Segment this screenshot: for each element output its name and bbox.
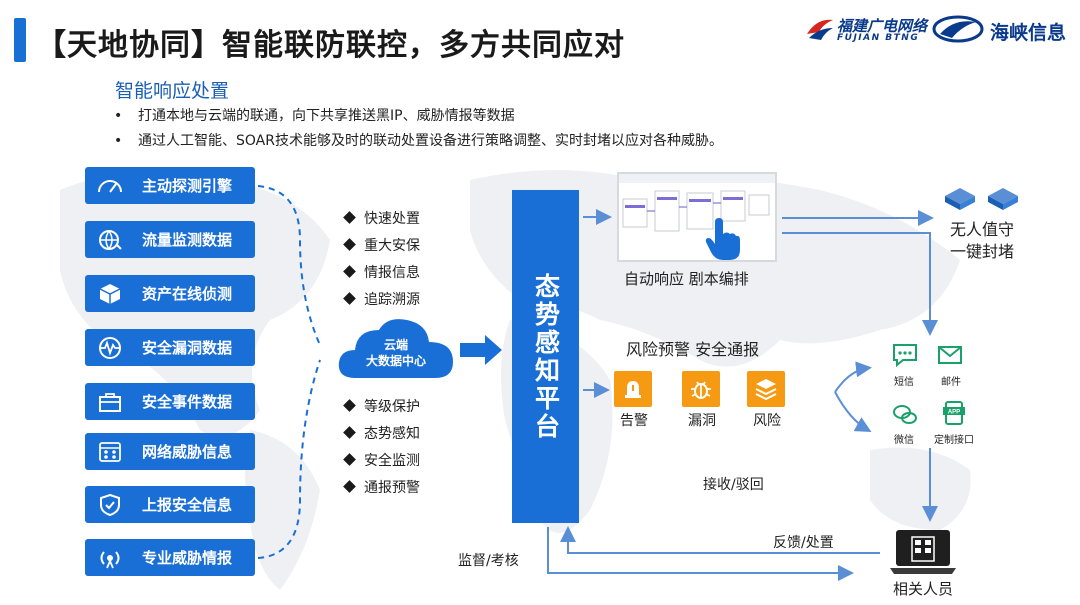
briefcase-icon: [99, 392, 121, 412]
firewall-device-icon: [945, 188, 975, 210]
source-label: 专业威胁情报: [141, 549, 232, 567]
custom-interface-label: 定制接口: [934, 435, 974, 446]
supervise-label: 监督/考核: [458, 553, 519, 569]
mail-icon[interactable]: [936, 342, 964, 368]
vulnerability-box[interactable]: [682, 371, 720, 407]
app-interface-icon[interactable]: APP: [940, 400, 968, 426]
source-button-vulnerability-data[interactable]: 安全漏洞数据: [85, 329, 255, 366]
logo-right-text: 海峡信息: [990, 22, 1067, 44]
related-people-label: 相关人员: [893, 580, 954, 598]
section-subtitle: 智能响应处置: [115, 80, 230, 102]
haixia-logo: 海峡信息: [932, 12, 1077, 46]
wechat-icon[interactable]: [891, 402, 919, 428]
receive-reject-label: 接收/驳回: [703, 477, 764, 493]
bullet-list: 打通本地与云端的联通，向下共享推送黑IP、威胁情报等数据 通过人工智能、SOAR…: [110, 104, 1010, 154]
source-button-traffic-monitoring[interactable]: 流量监测数据: [85, 221, 255, 258]
fujian-btng-logo-mark-icon: [807, 19, 833, 40]
cloud-bottom-item: 等级保护: [343, 396, 420, 416]
cloud-top-item: 快速处置: [343, 208, 420, 228]
unmanned-line2: 一键封堵: [950, 242, 1015, 261]
cloud-top-item: 重大安保: [343, 235, 420, 255]
cloud-bottom-item: 安全监测: [343, 450, 420, 470]
risk-box[interactable]: [747, 371, 785, 407]
logo-left-en: FUJIAN BTNG: [837, 33, 920, 43]
workflow-diagram-thumbnail: [622, 190, 770, 232]
source-button-asset-detection[interactable]: 资产在线侦测: [85, 275, 255, 312]
risk-warning-title: 风险预警 安全通报: [626, 340, 760, 359]
cloud-top-item: 追踪溯源: [343, 289, 420, 309]
source-button-reported-security[interactable]: 上报安全信息: [85, 486, 255, 523]
cloud-bottom-item: 通报预警: [343, 477, 420, 497]
source-label: 主动探测引擎: [141, 177, 232, 195]
platform-label: 态势感知平台: [531, 272, 561, 441]
cube-icon: [99, 283, 121, 304]
cloud-data-center-label: 云端 大数据中心: [365, 338, 426, 368]
mail-label: 邮件: [941, 377, 961, 388]
source-label: 安全事件数据: [141, 393, 232, 411]
sms-icon[interactable]: [891, 342, 919, 368]
vulnerability-label: 漏洞: [688, 413, 716, 429]
auto-response-label: 自动响应 剧本编排: [624, 270, 749, 288]
alarm-light-icon: [625, 381, 641, 398]
feedback-label: 反馈/处置: [773, 535, 834, 551]
source-label: 上报安全信息: [141, 496, 232, 514]
bullet-item: 打通本地与云端的联通，向下共享推送黑IP、威胁情报等数据: [110, 104, 1010, 129]
source-button-security-events[interactable]: 安全事件数据: [85, 383, 255, 420]
grid-icon: [99, 441, 121, 462]
source-label: 流量监测数据: [141, 231, 232, 249]
source-button-detection-engine[interactable]: 主动探测引擎: [85, 167, 255, 204]
title-accent-bar: [14, 18, 26, 62]
pulse-icon: [99, 336, 121, 359]
page-title: 【天地协同】智能联防联控，多方共同应对: [36, 28, 625, 63]
bullet-item: 通过人工智能、SOAR技术能够及时的联动处置设备进行策略调整、实时封堵以应对各种…: [110, 129, 1010, 154]
wechat-label: 微信: [894, 435, 914, 446]
laptop-icon: [890, 530, 956, 574]
logo-left-cn: 福建广电网络: [837, 17, 928, 35]
network-globe-icon: [99, 229, 122, 250]
source-label: 安全漏洞数据: [141, 339, 232, 357]
shield-icon: [100, 493, 120, 516]
risk-label: 风险: [753, 413, 781, 429]
signal-icon: [100, 550, 120, 568]
source-label: 网络威胁信息: [141, 443, 232, 461]
alarm-box[interactable]: [614, 371, 652, 407]
hand-pointer-icon: [705, 218, 740, 260]
source-button-threat-intel[interactable]: 专业威胁情报: [85, 539, 255, 576]
source-label: 资产在线侦测: [141, 285, 232, 303]
sms-label: 短信: [894, 377, 914, 388]
gauge-icon: [98, 179, 122, 193]
unmanned-line1: 无人值守: [950, 220, 1015, 239]
cloud-bottom-item: 态势感知: [343, 423, 420, 443]
source-button-threat-info[interactable]: 网络威胁信息: [85, 433, 255, 470]
cloud-icon: [338, 319, 453, 378]
cloud-top-item: 情报信息: [343, 262, 420, 282]
bug-icon: [691, 381, 711, 399]
haixia-logo-mark-icon: [932, 15, 984, 43]
layers-icon: [755, 379, 777, 401]
situation-awareness-platform[interactable]: 态势感知平台: [512, 190, 579, 523]
alarm-label: 告警: [620, 413, 648, 429]
firewall-device-icon: [988, 188, 1018, 210]
fujian-btng-logo: 福建广电网络 FUJIAN BTNG: [805, 14, 930, 44]
playbook-dashboard-screenshot: [617, 172, 777, 262]
svg-text:APP: APP: [948, 410, 960, 416]
